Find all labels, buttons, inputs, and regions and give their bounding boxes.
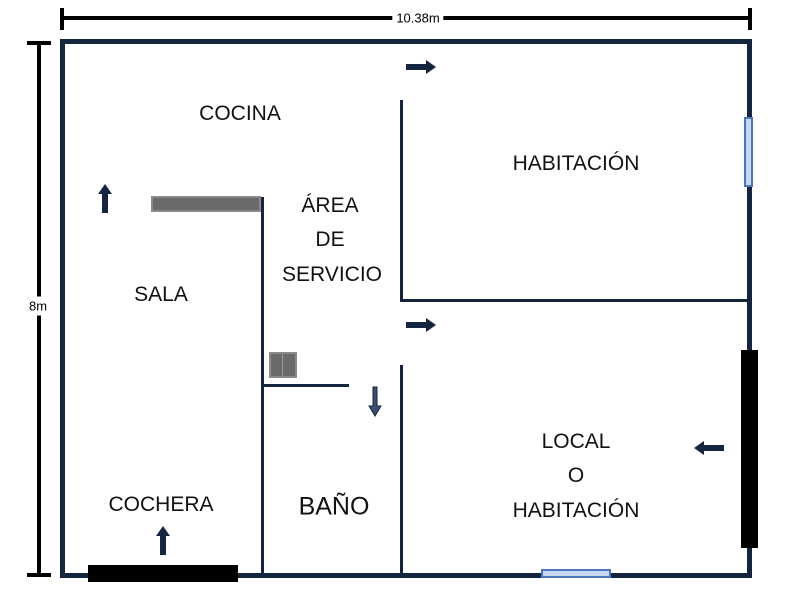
room-label-sala: SALA — [134, 283, 188, 306]
room-label-cocina: COCINA — [199, 102, 281, 125]
wall-habitacion-west — [400, 100, 403, 302]
wall-local-west — [400, 365, 403, 577]
room-label-area-servicio-2: DE — [315, 228, 345, 251]
wall-habitacion-south — [400, 299, 750, 302]
width-dimension-tick-right — [748, 8, 752, 30]
door-cochera-gate — [88, 565, 238, 582]
height-dimension-tick-top — [27, 41, 51, 45]
width-dimension-tick-left — [60, 8, 64, 30]
width-dimension-label: 10.38m — [392, 10, 444, 26]
arrow-right-icon — [406, 60, 436, 74]
room-label-area-servicio-3: SERVICIO — [282, 263, 382, 286]
arrow-up-icon — [156, 526, 170, 555]
outer-wall-bottom — [60, 573, 752, 578]
door-local-street — [741, 350, 758, 548]
room-label-habitacion: HABITACIÓN — [512, 152, 640, 175]
outer-wall-right — [747, 39, 752, 578]
room-label-local-1: LOCAL — [541, 430, 611, 453]
wall-bano-north — [261, 384, 349, 387]
arrow-left-icon — [694, 441, 724, 455]
height-dimension-tick-bottom — [27, 573, 51, 577]
room-label-bano: BAÑO — [298, 492, 370, 521]
outer-wall-left — [60, 39, 65, 578]
outer-wall-top — [60, 39, 752, 44]
room-label-local-2: O — [567, 464, 585, 487]
room-label-cochera: COCHERA — [108, 493, 214, 516]
height-dimension-label: 8m — [28, 296, 48, 316]
window-habitacion — [744, 117, 753, 187]
kitchen-counter — [151, 196, 261, 212]
arrow-right-icon — [406, 318, 436, 332]
room-label-area-servicio-1: ÁREA — [301, 194, 359, 217]
arrow-down-icon — [368, 386, 382, 417]
arrow-up-icon — [98, 184, 112, 213]
room-label-local-3: HABITACIÓN — [512, 499, 640, 522]
laundry-sink — [269, 352, 297, 378]
window-local — [541, 569, 611, 578]
laundry-sink-divider — [282, 354, 283, 376]
